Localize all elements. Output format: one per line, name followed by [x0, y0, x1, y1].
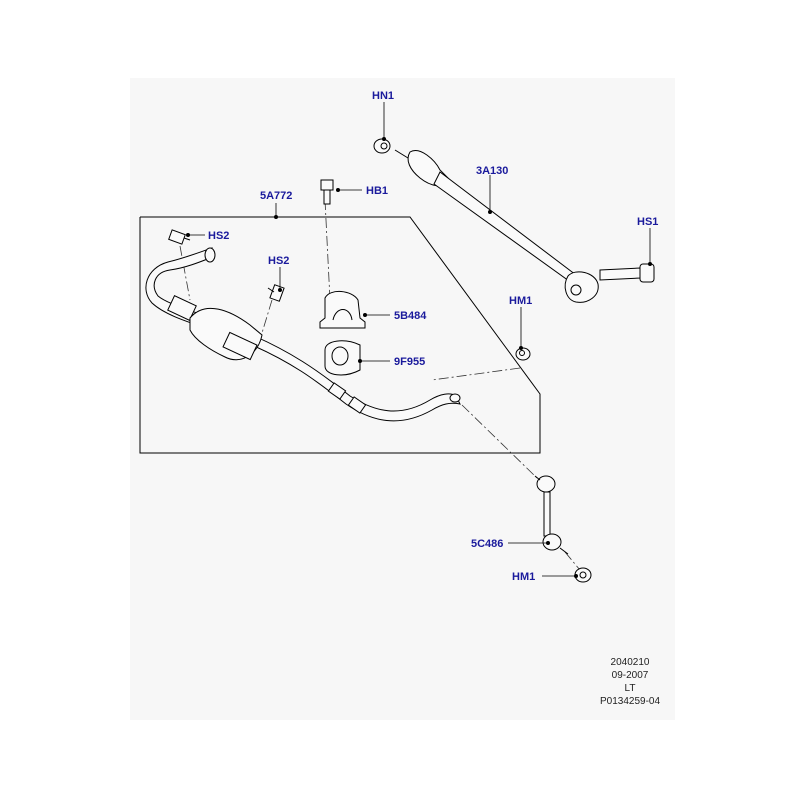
link-3a130 [394, 149, 599, 303]
label-hn1: HN1 [372, 90, 394, 102]
drop-link-5c486 [534, 475, 569, 555]
bolt-hs2-left [168, 229, 191, 245]
assembly-outline [139, 216, 541, 454]
bolt-hs2-mid [267, 284, 285, 302]
nut-hn1 [373, 138, 391, 154]
bolt-hb1 [320, 179, 334, 205]
stabilizer-bar [145, 247, 461, 422]
ref-number: 2040210 [610, 657, 650, 668]
bracket-5b484 [319, 291, 366, 329]
diagram-panel [130, 78, 675, 720]
bushing-9f955 [324, 340, 361, 376]
date: 09-2007 [611, 670, 649, 681]
part-id: P0134259-04 [600, 696, 661, 707]
bolt-hs1 [599, 263, 655, 283]
label-5c486: 5C486 [471, 538, 503, 550]
label-5b484: 5B484 [394, 310, 427, 322]
label-hm1-top: HM1 [509, 295, 532, 307]
label-hm1-bottom: HM1 [512, 571, 535, 583]
label-hs1: HS1 [637, 216, 658, 228]
label-hb1: HB1 [366, 185, 388, 197]
label-hs2-mid: HS2 [268, 255, 289, 267]
leader-dots [186, 137, 652, 578]
nut-hm1-bottom [574, 567, 592, 583]
label-5a772: 5A772 [260, 190, 292, 202]
label-9f955: 9F955 [394, 356, 425, 368]
guide-lines [179, 199, 581, 571]
region-code: LT [624, 683, 636, 694]
leader-lines [188, 102, 651, 577]
label-3a130: 3A130 [476, 165, 508, 177]
nut-hm1-top [515, 347, 531, 361]
label-hs2-left: HS2 [208, 230, 229, 242]
footer-info: 2040210 09-2007 LT P0134259-04 [600, 656, 660, 708]
